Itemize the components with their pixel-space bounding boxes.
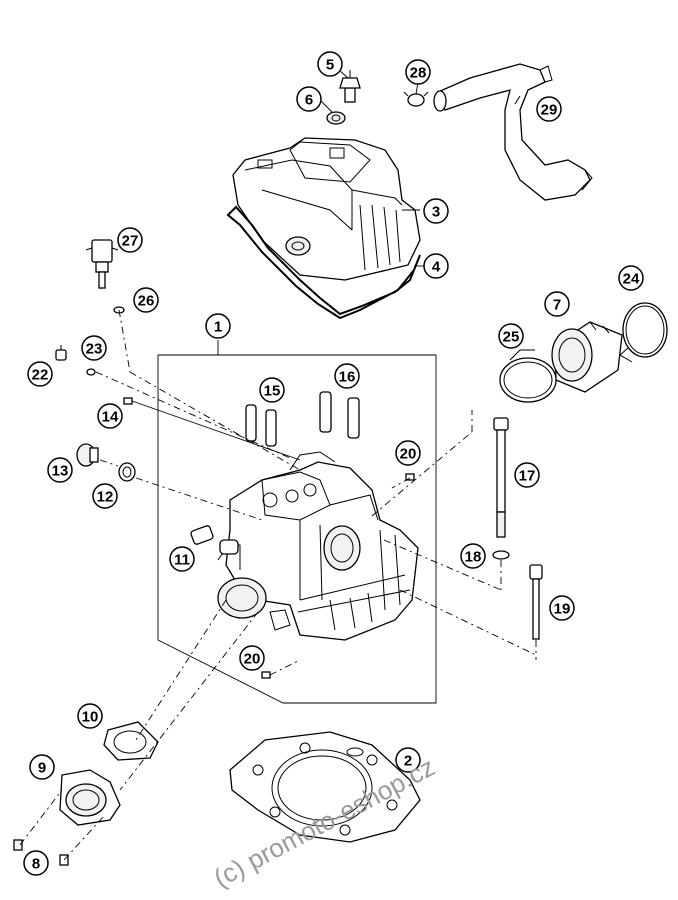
valve-guides-15 [245,404,277,447]
svg-text:8: 8 [32,856,40,873]
callout-1: 1 [205,313,231,339]
callout-5: 5 [317,51,343,77]
exhaust-gasket [103,721,159,761]
callout-28: 28 [405,59,431,85]
svg-text:9: 9 [38,760,46,777]
svg-text:23: 23 [86,341,103,358]
callout-27: 27 [117,227,143,253]
svg-text:2: 2 [404,753,412,770]
callout-19: 19 [549,595,575,621]
callout-13: 13 [47,457,73,483]
callout-7: 7 [544,291,570,317]
callout-20-lower: 20 [239,645,265,671]
svg-text:28: 28 [410,65,427,82]
callout-20-upper: 20 [395,440,421,466]
callout-15: 15 [259,377,285,403]
svg-text:6: 6 [305,92,313,109]
callout-12: 12 [92,483,118,509]
screw-plug [76,443,99,467]
svg-text:27: 27 [122,233,139,250]
exhaust-flange [59,769,121,826]
callout-8: 8 [23,850,49,876]
svg-text:18: 18 [465,549,482,566]
svg-text:5: 5 [326,57,334,74]
temperature-sensor [85,239,119,289]
svg-text:17: 17 [519,468,536,485]
breather-hose [433,63,593,201]
callout-16: 16 [334,363,360,389]
small-bolt-lower [261,671,271,679]
svg-text:13: 13 [52,463,69,480]
callout-4: 4 [423,253,449,279]
svg-text:3: 3 [432,204,440,221]
callout-26: 26 [133,287,159,313]
head-bolt-19 [529,564,543,640]
intake-flange [551,321,623,393]
callout-18: 18 [460,543,486,569]
svg-text:22: 22 [32,367,49,384]
svg-text:25: 25 [503,329,520,346]
small-bolt-upper [405,473,415,481]
svg-text:4: 4 [432,259,441,276]
svg-text:1: 1 [214,319,222,336]
filler-bolt [339,70,361,103]
valve-guides-16 [319,391,360,439]
head-gasket [229,731,421,843]
svg-text:19: 19 [554,601,571,618]
svg-text:11: 11 [174,552,190,569]
callout-23: 23 [81,335,107,361]
svg-text:12: 12 [97,489,114,506]
callout-17: 17 [514,462,540,488]
callout-2: 2 [395,747,421,773]
svg-text:26: 26 [138,293,155,310]
seal-ring [118,462,136,482]
svg-text:7: 7 [553,297,561,314]
svg-text:15: 15 [264,383,281,400]
cylinder-head-group-bracket [157,354,437,704]
callout-14: 14 [97,403,123,429]
intake-clamp-small [499,349,557,403]
callout-24: 24 [618,265,644,291]
hose-clamp-small [403,91,429,107]
assembly-lines [19,309,537,861]
filler-washer [326,111,346,125]
callout-25: 25 [498,323,524,349]
svg-text:20: 20 [400,446,417,463]
valve-cover [232,137,421,281]
callout-6: 6 [296,86,322,112]
valve-cover-gasket [226,205,421,320]
dowel-sleeve [190,525,214,545]
svg-text:29: 29 [541,102,558,119]
callout-11: 11 [169,546,195,572]
small-plug [55,345,67,361]
callout-9: 9 [29,754,55,780]
svg-text:20: 20 [244,651,261,668]
cylinder-head [217,451,419,641]
intake-clamp-large [619,302,668,363]
svg-text:24: 24 [623,271,640,288]
callout-10: 10 [77,703,103,729]
callout-29: 29 [536,96,562,122]
small-washer [86,368,96,376]
callout-22: 22 [27,361,53,387]
svg-text:16: 16 [339,369,356,386]
head-bolt-washer [492,550,510,560]
svg-text:14: 14 [102,409,119,426]
svg-text:10: 10 [82,709,99,726]
head-bolt-long [493,417,509,538]
flange-bolts [13,839,69,866]
callout-3: 3 [423,198,449,224]
